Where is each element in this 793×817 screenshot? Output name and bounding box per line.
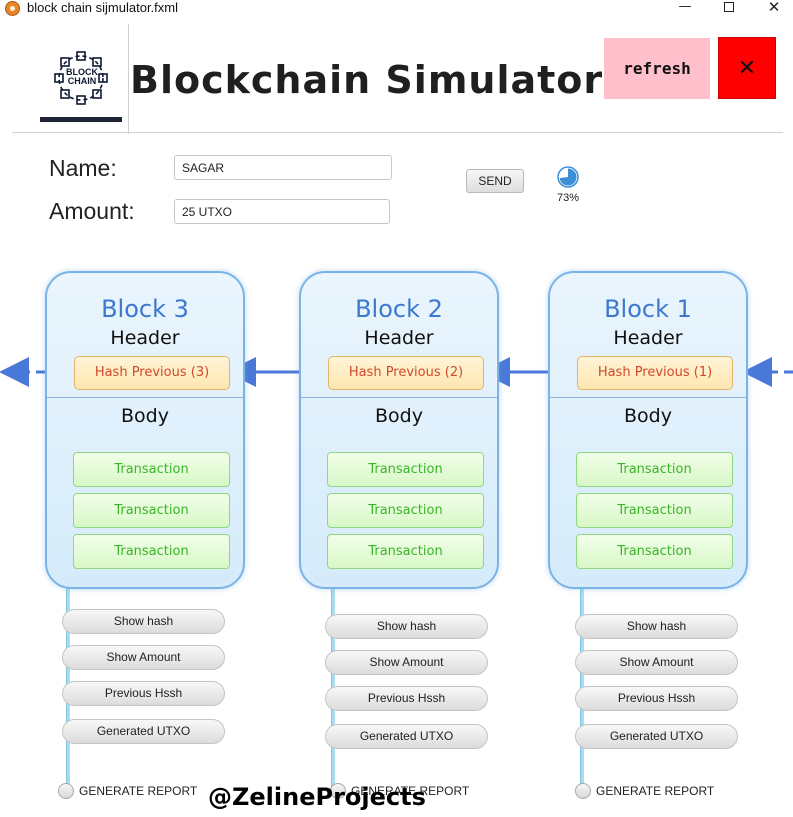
show-amount-button[interactable]: Show Amount — [325, 650, 488, 675]
title-bar: block chain sijmulator.fxml — ✕ — [0, 0, 793, 17]
block-1: Block 1 Header Hash Previous (1) Body Tr… — [548, 271, 748, 589]
block-title: Block 1 — [604, 295, 692, 323]
block-3: Block 3 Header Hash Previous (3) Body Tr… — [45, 271, 245, 589]
generate-report-radio[interactable] — [575, 783, 591, 799]
block-title: Block 2 — [355, 295, 443, 323]
logo-text: BLOCK CHAIN — [62, 68, 102, 86]
name-input[interactable] — [174, 155, 392, 180]
block-body-label: Body — [121, 405, 169, 427]
generated-utxo-button[interactable]: Generated UTXO — [575, 724, 738, 749]
name-label: Name: — [49, 155, 117, 181]
show-hash-button[interactable]: Show hash — [325, 614, 488, 639]
hash-previous: Hash Previous (1) — [577, 356, 733, 390]
logo-line-1: BLOCK — [66, 67, 98, 77]
progress-percent: 73% — [556, 192, 580, 204]
generated-utxo-button[interactable]: Generated UTXO — [62, 719, 225, 744]
generate-report-label: GENERATE REPORT — [596, 784, 715, 798]
progress-wedge — [559, 168, 577, 186]
header-divider-horizontal — [12, 132, 783, 133]
app-icon — [5, 1, 20, 16]
previous-hash-button[interactable]: Previous Hssh — [325, 686, 488, 711]
transaction: Transaction — [576, 534, 733, 569]
block-body-label: Body — [624, 405, 672, 427]
maximize-button[interactable] — [709, 0, 749, 17]
maximize-icon — [724, 2, 734, 12]
generate-report-radio[interactable] — [330, 783, 346, 799]
transaction: Transaction — [73, 534, 230, 569]
page-title: Blockchain Simulator — [130, 58, 604, 102]
block-header-label: Header — [364, 327, 434, 349]
logo — [40, 40, 122, 122]
window-title: block chain sijmulator.fxml — [27, 0, 178, 15]
show-amount-button[interactable]: Show Amount — [62, 645, 225, 670]
amount-label: Amount: — [49, 198, 135, 224]
show-amount-button[interactable]: Show Amount — [575, 650, 738, 675]
transaction: Transaction — [327, 493, 484, 528]
block-divider — [301, 397, 497, 398]
generate-report-label: GENERATE REPORT — [79, 784, 198, 798]
transaction: Transaction — [73, 493, 230, 528]
window-close-button[interactable]: ✕ — [767, 0, 781, 16]
close-button[interactable]: ✕ — [718, 37, 776, 99]
hash-previous: Hash Previous (3) — [74, 356, 230, 390]
progress-indicator — [557, 166, 579, 188]
transaction: Transaction — [73, 452, 230, 487]
transaction: Transaction — [576, 493, 733, 528]
block-body-label: Body — [375, 405, 423, 427]
hash-previous: Hash Previous (2) — [328, 356, 484, 390]
minimize-button[interactable]: — — [678, 0, 692, 14]
show-hash-button[interactable]: Show hash — [575, 614, 738, 639]
generate-report-radio[interactable] — [58, 783, 74, 799]
block-divider — [550, 397, 746, 398]
logo-strip — [40, 117, 122, 122]
amount-input[interactable] — [174, 199, 390, 224]
watermark: @ZelineProjects — [208, 783, 426, 811]
header-divider-vertical — [128, 24, 129, 134]
block-2: Block 2 Header Hash Previous (2) Body Tr… — [299, 271, 499, 589]
previous-hash-button[interactable]: Previous Hssh — [575, 686, 738, 711]
block-title: Block 3 — [101, 295, 189, 323]
generated-utxo-button[interactable]: Generated UTXO — [325, 724, 488, 749]
generate-report-label: GENERATE REPORT — [351, 784, 470, 798]
show-hash-button[interactable]: Show hash — [62, 609, 225, 634]
previous-hash-button[interactable]: Previous Hssh — [62, 681, 225, 706]
block-divider — [47, 397, 243, 398]
transaction: Transaction — [576, 452, 733, 487]
block-header-label: Header — [110, 327, 180, 349]
send-button[interactable]: SEND — [466, 169, 524, 193]
transaction: Transaction — [327, 534, 484, 569]
block-header-label: Header — [613, 327, 683, 349]
refresh-button[interactable]: refresh — [604, 38, 710, 99]
blockchain-logo-icon — [54, 51, 108, 105]
transaction: Transaction — [327, 452, 484, 487]
logo-line-2: CHAIN — [67, 76, 97, 86]
